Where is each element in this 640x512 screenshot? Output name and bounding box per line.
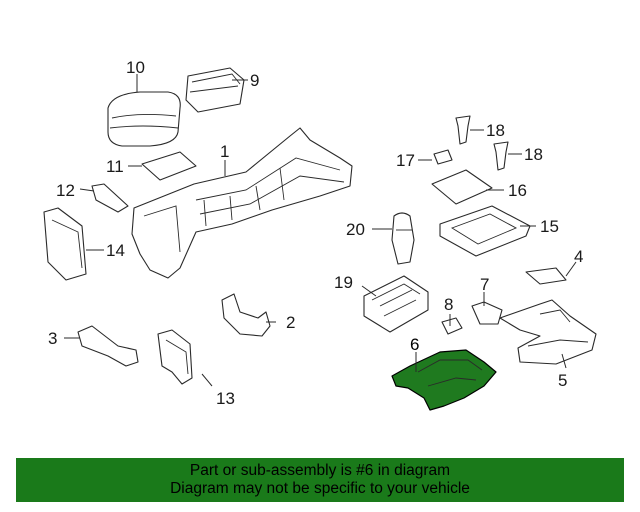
- part-13-bracket[interactable]: [157, 329, 193, 385]
- label-19: 19: [334, 273, 353, 292]
- label-4: 4: [574, 247, 583, 266]
- part-16-cover[interactable]: [431, 169, 493, 205]
- label-17: 17: [396, 151, 415, 170]
- label-12: 12: [56, 181, 75, 200]
- part-1-console-body[interactable]: [131, 127, 353, 279]
- label-2: 2: [286, 313, 295, 332]
- part-15-bezel[interactable]: [439, 205, 531, 257]
- leader-lines: [64, 74, 577, 387]
- part-2-bracket[interactable]: [221, 293, 271, 337]
- part-20-shift-knob[interactable]: [391, 212, 415, 265]
- part-5-rear-console[interactable]: [499, 299, 597, 365]
- label-7: 7: [480, 275, 489, 294]
- part-12-bracket[interactable]: [91, 183, 129, 213]
- part-18a-clip[interactable]: [455, 115, 471, 145]
- label-9: 9: [250, 71, 259, 90]
- info-banner: Part or sub-assembly is #6 in diagram Di…: [16, 458, 624, 502]
- parts-diagram: 10 9 1 11 12 14 3 13 2 18 17 18 16 20 15…: [43, 58, 597, 411]
- part-17-switch[interactable]: [433, 149, 453, 165]
- part-10-armrest-lid[interactable]: [107, 91, 181, 147]
- part-18b-clip[interactable]: [493, 141, 509, 171]
- label-8: 8: [444, 295, 453, 314]
- part-3-bracket[interactable]: [77, 325, 139, 367]
- banner-line-1: Part or sub-assembly is #6 in diagram: [189, 462, 451, 479]
- part-14-side-panel[interactable]: [43, 207, 87, 281]
- label-15: 15: [540, 217, 559, 236]
- part-11-mat[interactable]: [141, 151, 197, 181]
- label-10: 10: [126, 58, 145, 77]
- label-3: 3: [48, 329, 57, 348]
- label-1: 1: [220, 142, 229, 161]
- part-8-trim[interactable]: [441, 317, 463, 335]
- label-20: 20: [346, 220, 365, 239]
- part-4-mat[interactable]: [525, 267, 567, 285]
- part-6-highlighted-tray[interactable]: [391, 349, 497, 411]
- part-9-storage-tray[interactable]: [185, 67, 245, 113]
- label-5: 5: [558, 371, 567, 390]
- label-14: 14: [106, 241, 125, 260]
- part-7-bracket[interactable]: [471, 301, 503, 325]
- banner-line-2: Diagram may not be specific to your vehi…: [170, 480, 470, 497]
- label-11: 11: [106, 157, 124, 176]
- label-13: 13: [216, 389, 235, 408]
- part-labels: 10 9 1 11 12 14 3 13 2 18 17 18 16 20 15…: [48, 58, 583, 408]
- label-18-top: 18: [486, 121, 505, 140]
- label-6: 6: [410, 335, 419, 354]
- label-18-bottom: 18: [524, 145, 543, 164]
- label-16: 16: [508, 181, 527, 200]
- part-19-shifter-assembly[interactable]: [363, 275, 429, 333]
